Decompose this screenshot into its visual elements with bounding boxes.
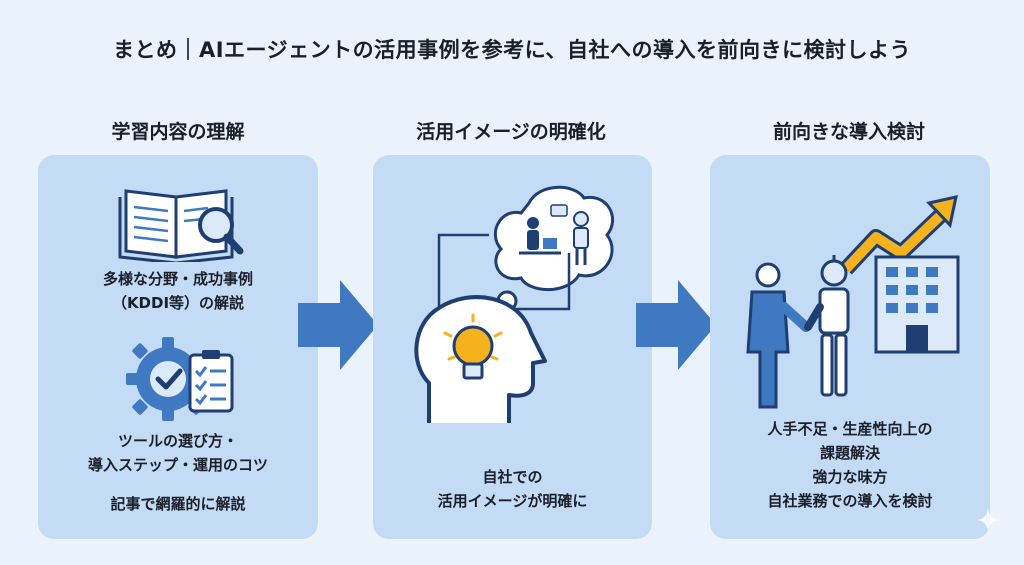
handshake-robot-growth-icon [746, 177, 976, 417]
text-line: 導入ステップ・運用のコツ [87, 456, 268, 474]
text-tools: ツールの選び方・ 導入ステップ・運用のコツ [38, 429, 318, 477]
arrow-right-icon [636, 280, 716, 370]
text-line: 自社での [482, 468, 543, 486]
book-magnifier-icon [116, 177, 246, 262]
sparkle-icon [976, 508, 1000, 532]
text-line: 活用イメージが明確に [437, 492, 588, 510]
panel-visualization: 自社での 活用イメージが明確に [373, 155, 652, 539]
text-line: 人手不足・生産性向上の [767, 420, 933, 438]
text-article: 記事で網羅的に解説 [38, 492, 318, 516]
arrow-right-icon [298, 280, 378, 370]
text-line: （KDDI等）の解説 [111, 294, 245, 312]
text-line: ツールの選び方・ [117, 432, 238, 450]
panel-understanding: 多様な分野・成功事例 （KDDI等）の解説 [38, 155, 318, 539]
panel-adoption: 人手不足・生産性向上の 課題解決 強力な味方 自社業務での導入を検討 [710, 155, 990, 539]
gear-checklist-icon [126, 333, 236, 425]
text-visualization: 自社での 活用イメージが明確に [373, 465, 652, 513]
text-line: 課題解決 [819, 444, 880, 462]
column-title-understanding: 学習内容の理解 [111, 121, 245, 143]
text-adoption: 人手不足・生産性向上の 課題解決 強力な味方 自社業務での導入を検討 [710, 417, 990, 513]
text-line: 多様な分野・成功事例 [102, 270, 253, 288]
text-line: 強力な味方 [812, 468, 888, 486]
head-lightbulb-thought-icon [409, 183, 619, 433]
column-title-adoption: 前向きな導入検討 [772, 121, 925, 143]
page-title: まとめ｜AIエージェントの活用事例を参考に、自社への導入を前向きに検討しよう [112, 38, 911, 62]
text-cases: 多様な分野・成功事例 （KDDI等）の解説 [38, 267, 318, 315]
text-line: 記事で網羅的に解説 [110, 495, 246, 513]
column-title-visualization: 活用イメージの明確化 [416, 121, 606, 143]
text-line: 自社業務での導入を検討 [767, 492, 933, 510]
